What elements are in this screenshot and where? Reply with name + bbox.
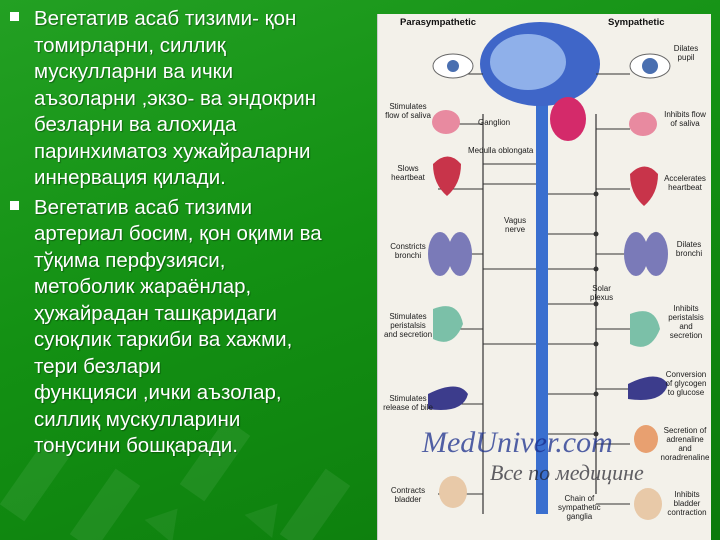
decor-arrow	[144, 496, 192, 540]
center-label-chain: Chain of sympathetic ganglia	[558, 494, 601, 521]
center-label-ganglion: Ganglion	[478, 118, 511, 127]
left-label: Constricts bronchi	[390, 242, 426, 260]
bullet-item: Вегетатив асаб тизими- қон томирларни, с…	[8, 6, 376, 192]
left-label: Stimulates peristalsis and secretion	[383, 312, 433, 339]
lungs-icon	[624, 232, 648, 276]
bladder-icon	[634, 488, 662, 520]
decor-stripe	[69, 468, 141, 540]
left-label: Slows heartbeat	[391, 164, 425, 182]
decor-stripe	[279, 468, 351, 540]
nervous-system-diagram: Parasympathetic Sympathetic Stimulates f…	[377, 14, 711, 540]
bullet-text: Вегетатив асаб тизими артериал босим, қо…	[34, 195, 322, 458]
right-label: Accelerates heartbeat	[664, 174, 706, 192]
right-label: Inhibits bladder contraction	[667, 490, 707, 517]
right-label: Inhibits flow of saliva	[664, 110, 706, 128]
salivary-gland-icon	[432, 110, 460, 134]
bullet-square-icon	[10, 200, 19, 210]
right-label: Dilates bronchi	[675, 240, 703, 258]
left-label: Stimulates release of bile	[383, 394, 433, 412]
left-label: Contracts bladder	[390, 486, 426, 504]
stomach-icon	[630, 311, 660, 347]
brain-inner	[490, 34, 566, 90]
center-label-solar-plexus: Solar plexus	[590, 284, 614, 302]
adrenal-gland-icon	[634, 425, 658, 453]
salivary-gland-icon	[629, 112, 657, 136]
cerebellum-icon	[550, 97, 586, 141]
heart-icon	[630, 166, 658, 206]
bullet-list: Вегетатив асаб тизими- қон томирларни, с…	[8, 6, 376, 463]
watermark-main: MedUniver.com	[422, 426, 613, 459]
center-label-vagus: Vagus nerve	[504, 216, 527, 234]
heading-parasympathetic: Parasympathetic	[400, 17, 477, 28]
liver-icon	[628, 376, 668, 400]
diagram-drawing	[428, 22, 671, 520]
right-label: Secretion of adrenaline and noradrenalin…	[660, 426, 710, 462]
right-label: Conversion of glycogen to glucose	[665, 370, 707, 397]
right-label: Inhibits peristalsis and secretion	[668, 304, 704, 340]
heart-icon	[433, 156, 461, 196]
right-label: Dilates pupil	[673, 44, 699, 62]
spinal-cord	[536, 94, 548, 514]
bladder-icon	[439, 476, 467, 508]
center-label-medulla: Medulla oblongata	[468, 146, 534, 155]
stomach-icon	[433, 306, 463, 342]
bullet-text: Вегетатив асаб тизими- қон томирларни, с…	[34, 7, 317, 189]
lungs-icon	[428, 232, 452, 276]
bullet-square-icon	[10, 12, 19, 21]
left-label: Stimulates flow of saliva	[385, 102, 431, 120]
watermark-sub: Все по медицине	[490, 460, 644, 485]
liver-icon	[428, 386, 468, 410]
heading-sympathetic: Sympathetic	[608, 17, 665, 28]
bullet-item: Вегетатив асаб тизими артериал босим, қо…	[8, 195, 376, 460]
